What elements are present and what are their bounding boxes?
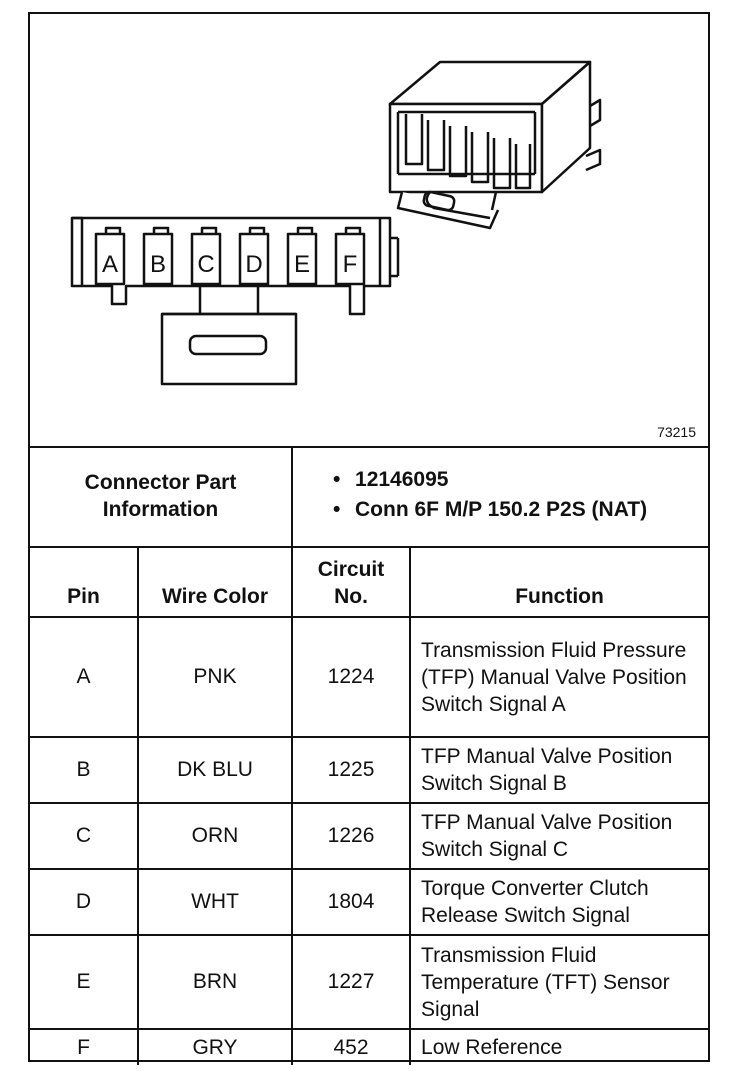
table-row: A PNK 1224 Transmission Fluid Pressure (…: [30, 616, 709, 738]
connector-description: Conn 6F M/P 150.2 P2S (NAT): [333, 497, 698, 523]
connector-front-view: [70, 216, 400, 386]
table-row: B DK BLU 1225 TFP Manual Valve Position …: [30, 736, 709, 804]
pin-cell: B: [30, 736, 139, 804]
connector-part-row: Connector Part Information 12146095 Conn…: [30, 446, 709, 548]
wire-color-cell: GRY: [136, 1028, 294, 1065]
connector-3d-view: [388, 60, 602, 230]
pin-cell: C: [30, 802, 139, 870]
header-wire-color: Wire Color: [136, 546, 294, 618]
figure-id: 73215: [657, 424, 696, 440]
circuit-cell: 1226: [291, 802, 412, 870]
header-circuit-no: Circuit No.: [291, 546, 412, 618]
header-pin: Pin: [30, 546, 139, 618]
wire-color-cell: WHT: [136, 868, 294, 936]
pin-cell: E: [30, 934, 139, 1030]
pin-letter-e: E: [294, 251, 310, 278]
circuit-cell: 1224: [291, 616, 412, 738]
pin-cell: D: [30, 868, 139, 936]
pin-letter-c: C: [197, 251, 214, 278]
function-cell: Torque Converter Clutch Release Switch S…: [409, 868, 709, 936]
connector-drawing: A B C D E F: [70, 60, 602, 386]
pin-letter-b: B: [150, 251, 166, 278]
function-cell: Transmission Fluid Temperature (TFT) Sen…: [409, 934, 709, 1030]
function-cell: TFP Manual Valve Position Switch Signal …: [409, 736, 709, 804]
wire-color-cell: BRN: [136, 934, 294, 1030]
wire-color-cell: ORN: [136, 802, 294, 870]
table-row: C ORN 1226 TFP Manual Valve Position Swi…: [30, 802, 709, 870]
connector-sheet: A B C D E F 73215 Connector Part Informa…: [28, 12, 710, 1065]
circuit-cell: 1227: [291, 934, 412, 1030]
header-row: Pin Wire Color Circuit No. Function: [30, 546, 709, 618]
pinout-table: Connector Part Information 12146095 Conn…: [30, 446, 709, 1065]
table-row: E BRN 1227 Transmission Fluid Temperatur…: [30, 934, 709, 1030]
pin-cell: F: [30, 1028, 139, 1065]
function-cell: Low Reference: [409, 1028, 709, 1065]
circuit-cell: 452: [291, 1028, 412, 1065]
header-function: Function: [409, 546, 709, 618]
pin-cavities: [94, 226, 366, 286]
pin-letter-d: D: [245, 251, 262, 278]
part-number: 12146095: [333, 467, 698, 493]
wire-color-cell: PNK: [136, 616, 294, 738]
connector-figure: A B C D E F 73215: [30, 14, 708, 448]
connector-part-label: Connector Part Information: [30, 446, 294, 548]
circuit-cell: 1804: [291, 868, 412, 936]
function-cell: Transmission Fluid Pressure (TFP) Manual…: [409, 616, 709, 738]
table-row: F GRY 452 Low Reference: [30, 1028, 709, 1065]
circuit-cell: 1225: [291, 736, 412, 804]
pin-letter-f: F: [343, 251, 358, 278]
connector-part-info: 12146095 Conn 6F M/P 150.2 P2S (NAT): [291, 446, 709, 548]
pin-letter-a: A: [102, 251, 118, 278]
function-cell: TFP Manual Valve Position Switch Signal …: [409, 802, 709, 870]
table-row: D WHT 1804 Torque Converter Clutch Relea…: [30, 868, 709, 936]
wire-color-cell: DK BLU: [136, 736, 294, 804]
pin-cell: A: [30, 616, 139, 738]
